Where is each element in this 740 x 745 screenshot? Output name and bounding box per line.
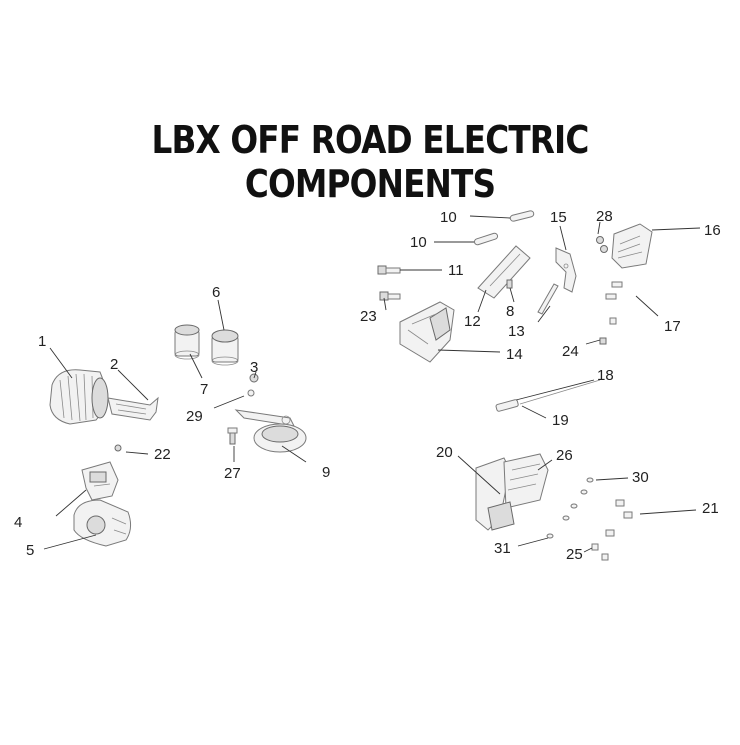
part-sensor — [495, 379, 601, 412]
part-screws-25 — [591, 543, 609, 561]
part-nut-28 — [596, 236, 608, 253]
part-ecu — [611, 223, 653, 269]
callout-3: 3 — [250, 359, 258, 376]
part-screws-17 — [605, 281, 623, 300]
part-screws-21 — [605, 499, 633, 537]
part-bolt-27 — [227, 427, 238, 445]
callout-30: 30 — [632, 469, 649, 486]
callout-12: 12 — [464, 313, 481, 330]
callout-7: 7 — [200, 381, 208, 398]
part-switch-6 — [211, 329, 239, 366]
part-washers-30 — [562, 477, 594, 521]
callout-16: 16 — [704, 222, 721, 239]
part-screw-24 — [599, 317, 617, 345]
part-regulator — [487, 453, 549, 531]
callout-13: 13 — [508, 323, 525, 340]
part-bolt-11 — [377, 265, 401, 275]
callout-8: 8 — [506, 303, 514, 320]
diagram-title: LBX OFF ROAD ELECTRIC COMPONENTS — [151, 118, 590, 206]
callout-23: 23 — [360, 308, 377, 325]
callout-28: 28 — [596, 208, 613, 225]
part-headlight-bracket — [107, 396, 159, 421]
part-fuse-8 — [506, 279, 513, 289]
callout-22: 22 — [154, 446, 171, 463]
callout-31: 31 — [494, 540, 511, 557]
callout-10b: 10 — [410, 234, 427, 251]
part-strap-13 — [537, 283, 559, 315]
part-bolt-23 — [379, 291, 401, 301]
callout-29: 29 — [186, 408, 203, 425]
callout-10a: 10 — [440, 209, 457, 226]
callout-19: 19 — [552, 412, 569, 429]
part-bracket-15 — [555, 247, 577, 293]
part-switch-housing-lower — [73, 499, 132, 547]
callout-1: 1 — [38, 333, 46, 350]
part-relay-bracket — [399, 301, 455, 363]
part-fuse-holder — [477, 245, 531, 299]
part-fuse-10a — [509, 210, 535, 222]
callout-26: 26 — [556, 447, 573, 464]
part-headlight — [49, 369, 109, 425]
callout-4: 4 — [14, 514, 22, 531]
callout-9: 9 — [322, 464, 330, 481]
part-switch-7 — [174, 324, 200, 360]
part-switch-housing-upper — [81, 461, 119, 501]
callout-20: 20 — [436, 444, 453, 461]
callout-11: 11 — [448, 262, 464, 279]
part-washer-31 — [546, 533, 554, 539]
callout-24: 24 — [562, 343, 579, 360]
part-horn — [234, 409, 307, 453]
callout-25: 25 — [566, 546, 583, 563]
callout-5: 5 — [26, 542, 34, 559]
callout-18: 18 — [597, 367, 614, 384]
callout-15: 15 — [550, 209, 567, 226]
callout-27: 27 — [224, 465, 241, 482]
part-washer-29 — [247, 389, 255, 397]
part-fuse-10b — [473, 232, 499, 246]
callout-6: 6 — [212, 284, 220, 301]
part-screw-22 — [114, 444, 122, 452]
callout-17: 17 — [664, 318, 681, 335]
callout-labels: 1 2 3 4 5 6 7 8 9 10 10 11 12 13 14 15 1… — [14, 208, 721, 563]
callout-14: 14 — [506, 346, 523, 363]
leader-lines — [43, 215, 701, 553]
callout-2: 2 — [110, 356, 118, 373]
callout-21: 21 — [702, 500, 719, 517]
